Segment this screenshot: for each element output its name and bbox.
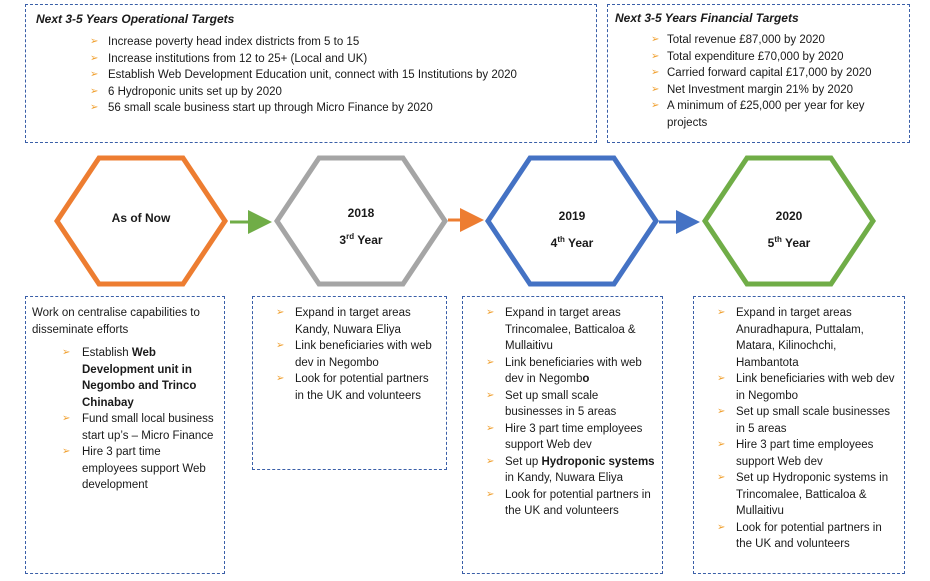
arrow-bullet-icon: ➢ [486,356,495,368]
list-item: ➢Look for potential partners in the UK a… [717,521,882,551]
list-item: ➢Look for potential partners in the UK a… [276,373,429,402]
list-item: ➢Establish Web Development Education uni… [76,67,586,84]
list-item: ➢Link beneficiaries with web dev in Nego… [717,373,895,402]
list-item: ➢Net Investment margin 21% by 2020 [645,82,902,99]
list-item: ➢A minimum of £25,000 per year for key p… [651,100,865,129]
hexagon-2019 [484,155,660,287]
stage-label-2020: 2020 [776,209,803,223]
list-item: ➢Total revenue £87,000 by 2020 [645,32,902,49]
arrow-bullet-icon: ➢ [486,488,495,500]
financial-targets-list: ➢Total revenue £87,000 by 2020 ➢Total ex… [615,32,902,131]
now-actions-box: Work on centralise capabilities to disse… [25,296,225,574]
y2019-actions-list: ➢Expand in target areas Trincomalee, Bat… [469,305,656,520]
list-item: ➢Carried forward capital £17,000 by 2020 [645,65,902,82]
arrow-bullet-icon: ➢ [651,34,660,45]
stage-year-2019: 4th Year [551,235,594,250]
arrow-bullet-icon: ➢ [62,413,71,424]
y2018-actions-list: ➢Expand in target areas Kandy, Nuwara El… [259,305,440,404]
list-item: ➢Hire 3 part time employees support Web … [62,446,206,491]
list-item: ➢Link beneficiaries with web dev in Nego… [486,356,642,386]
list-item: ➢Total expenditure £70,000 by 2020 [645,49,902,66]
stage-year-2018: 3rd Year [339,232,382,247]
arrow-bullet-icon: ➢ [62,446,71,457]
list-item: ➢Expand in target areas Trincomalee, Bat… [486,307,636,352]
arrow-bullet-icon: ➢ [486,307,495,318]
arrow-bullet-icon: ➢ [717,521,726,533]
operational-targets-title: Next 3-5 Years Operational Targets [36,12,235,26]
arrow-bullet-icon: ➢ [90,69,99,80]
list-item: ➢56 small scale business start up throug… [76,100,586,117]
stage-label-2019: 2019 [559,209,586,223]
arrow-bullet-icon: ➢ [276,373,285,384]
financial-targets-title: Next 3-5 Years Financial Targets [615,11,799,25]
list-item: ➢Increase institutions from 12 to 25+ (L… [76,51,586,68]
now-actions-list: ➢Establish Web Development unit in Negom… [32,345,218,494]
now-intro-text: Work on centralise capabilities to disse… [32,307,200,336]
arrow-bullet-icon: ➢ [651,50,660,62]
financial-targets-box: Next 3-5 Years Financial Targets ➢Total … [607,4,910,143]
hexagon-now [53,155,229,287]
stage-year-2020: 5th Year [768,235,811,250]
y2020-actions-list: ➢Expand in target areas Anuradhapura, Pu… [700,305,898,553]
list-item: ➢Link beneficiaries with web dev in Nego… [276,340,432,369]
arrow-bullet-icon: ➢ [717,406,726,417]
list-item: ➢6 Hydroponic units set up by 2020 [76,84,586,101]
list-item: ➢Set up small scale businesses in 5 area… [717,406,891,435]
arrow-bullet-icon: ➢ [651,100,660,111]
list-item: ➢Hire 3 part time employees support Web … [717,439,874,468]
hexagon-2020 [701,155,877,287]
operational-targets-box: Next 3-5 Years Operational Targets ➢Incr… [25,4,597,143]
list-item: ➢Hire 3 part time employees support Web … [486,422,643,452]
list-item: ➢Set up Hydroponic systems in Trincomale… [717,472,889,517]
arrow-bullet-icon: ➢ [717,373,726,384]
arrow-bullet-icon: ➢ [90,85,99,97]
y2020-actions-box: ➢Expand in target areas Anuradhapura, Pu… [693,296,905,574]
hexagon-2018 [273,155,449,287]
arrow-bullet-icon: ➢ [90,52,99,64]
list-item: ➢Fund small local business start up’s – … [62,413,214,442]
arrow-bullet-icon: ➢ [651,67,660,78]
arrow-bullet-icon: ➢ [276,307,285,318]
arrow-bullet-icon: ➢ [90,36,99,47]
y2018-actions-box: ➢Expand in target areas Kandy, Nuwara El… [252,296,447,470]
arrow-bullet-icon: ➢ [62,347,71,358]
list-item: ➢Expand in target areas Kandy, Nuwara El… [276,307,411,336]
list-item: ➢Expand in target areas Anuradhapura, Pu… [717,307,864,369]
operational-targets-list: ➢Increase poverty head index districts f… [36,34,586,117]
list-item: ➢Look for potential partners in the UK a… [486,488,651,518]
arrow-bullet-icon: ➢ [276,340,285,351]
arrow-bullet-icon: ➢ [717,307,726,318]
arrow-bullet-icon: ➢ [486,389,495,401]
arrow-bullet-icon: ➢ [717,439,726,450]
list-item: ➢Set up Hydroponic systems in Kandy, Nuw… [486,455,655,485]
arrow-bullet-icon: ➢ [717,472,726,483]
stage-label-2018: 2018 [348,206,375,220]
arrow-bullet-icon: ➢ [90,102,99,113]
arrow-bullet-icon: ➢ [651,83,660,95]
arrow-bullet-icon: ➢ [486,422,495,434]
list-item: ➢Set up small scale businesses in 5 area… [486,389,617,419]
list-item: ➢Establish Web Development unit in Negom… [62,347,197,409]
arrow-bullet-icon: ➢ [486,455,495,467]
list-item: ➢Increase poverty head index districts f… [76,34,586,51]
y2019-actions-box: ➢Expand in target areas Trincomalee, Bat… [462,296,663,574]
stage-label-now: As of Now [112,211,171,225]
